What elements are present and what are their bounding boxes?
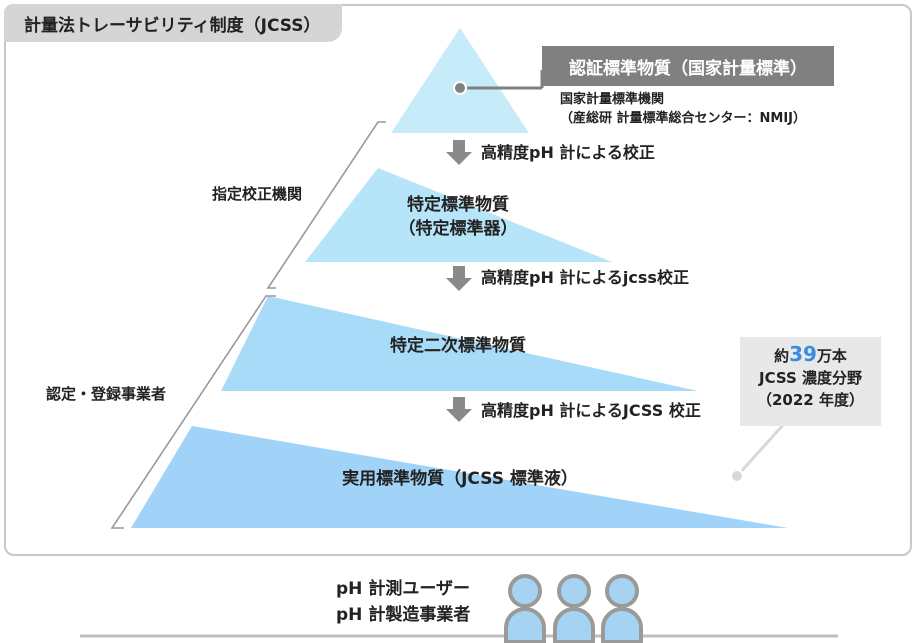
tier-secondary-standard-label: 特定二次標準物質 xyxy=(390,336,526,356)
person-icon xyxy=(553,574,595,643)
users-group xyxy=(504,574,643,643)
users-label: pH 計測ユーザー pH 計製造事業者 xyxy=(336,579,471,625)
arrow-down-icon xyxy=(446,397,472,422)
step-calibration-3: 高精度pH 計によるJCSS 校正 xyxy=(481,401,701,420)
tier-secondary-standard xyxy=(221,296,698,391)
frame-title: 計量法トレーサビリティ制度（JCSS） xyxy=(4,4,343,42)
arrow-down-icon xyxy=(446,140,472,165)
person-icon xyxy=(504,574,546,643)
tier-specified-standard xyxy=(305,168,612,262)
designated-calibration-label: 指定校正機関 xyxy=(212,185,303,203)
tier-specified-standard-label: 特定標準物質 （特定標準器） xyxy=(398,195,518,239)
step-calibration-1: 高精度pH 計による校正 xyxy=(481,143,655,162)
count-box: 約39万本 JCSS 濃度分野 （2022 年度） xyxy=(740,337,881,426)
count-connector-dot xyxy=(730,469,744,483)
accredited-bracket xyxy=(110,295,276,529)
person-icon xyxy=(601,574,643,643)
step-calibration-2: 高精度pH 計によるjcss校正 xyxy=(481,268,689,287)
arrow-down-icon xyxy=(446,266,472,291)
nmij-label: 国家計量標準機関 （産総研 計量標準総合センター：NMIJ） xyxy=(560,92,807,126)
certified-reference-header: 認証標準物質（国家計量標準） xyxy=(542,46,834,86)
accredited-operator-label: 認定・登録事業者 xyxy=(46,385,167,403)
designated-bracket xyxy=(266,121,386,289)
tier-working-standard xyxy=(131,426,788,528)
tier-national-standard xyxy=(391,28,529,133)
count-number: 39 xyxy=(789,342,817,366)
tier-working-standard-label: 実用標準物質（JCSS 標準液） xyxy=(342,469,578,489)
connector-dot xyxy=(453,81,467,95)
